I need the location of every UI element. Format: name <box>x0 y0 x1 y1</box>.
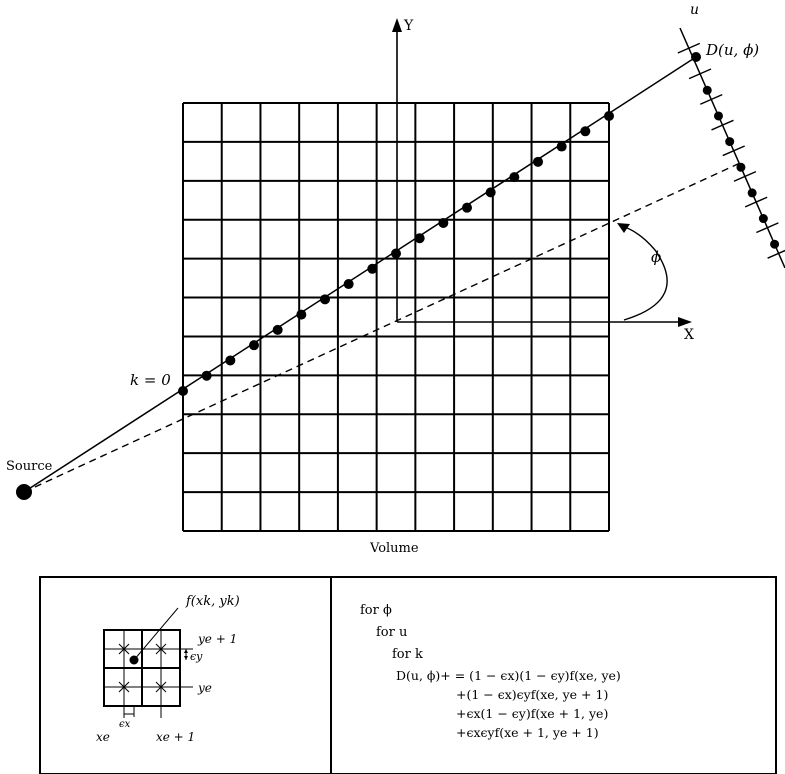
source-point <box>16 484 32 500</box>
eps-y-label: ϵy <box>190 650 203 663</box>
bottom-frame <box>39 576 777 774</box>
x-axis-label: X <box>684 327 694 343</box>
solid-ray <box>23 56 697 493</box>
detector-tick <box>767 249 785 259</box>
ray-sample-point <box>556 141 567 152</box>
xe-plus-1-label: xe + 1 <box>156 730 195 744</box>
detector-tick <box>699 94 723 105</box>
detector-line <box>679 27 785 269</box>
ray-sample-point <box>320 294 330 305</box>
detector-sample-point <box>770 239 780 249</box>
detector-tick <box>688 68 712 80</box>
detector-sample-point <box>747 188 757 198</box>
eps-x-label: ϵx <box>119 719 131 730</box>
ye-plus-1-label: ye + 1 <box>197 632 237 646</box>
dashed-ray <box>23 162 741 493</box>
ray-sample-point <box>272 324 283 335</box>
ray-sample-point <box>485 187 496 198</box>
angle-arc <box>617 223 668 321</box>
ray-sample-point <box>533 156 543 167</box>
ye-label: ye <box>197 681 212 695</box>
algo-line-5: +(1 − ϵx)ϵyf(xe, ye + 1) <box>456 687 608 702</box>
ray-sample-point <box>604 111 614 121</box>
algo-line-7: +ϵxϵyf(xe + 1, ye + 1) <box>456 725 599 740</box>
detector-ticks <box>677 42 785 259</box>
ray-sample-point <box>249 340 259 351</box>
detector-sample-point <box>702 85 712 95</box>
detector-tick <box>677 42 701 54</box>
algorithm: for ϕ for u for k D(u, ϕ)+ = (1 − ϵx)(1 … <box>360 603 621 740</box>
algo-line-4: D(u, ϕ)+ = (1 − ϵx)(1 − ϵy)f(xe, ye) <box>396 668 621 683</box>
k0-label: k = 0 <box>130 371 171 389</box>
angle-label: ϕ <box>651 248 661 266</box>
ray-sample-point <box>391 248 401 259</box>
detector-sample-point <box>736 162 746 172</box>
detector-tick <box>744 196 768 208</box>
ray-sample-point <box>225 355 236 366</box>
algo-line-3: for k <box>392 647 423 662</box>
ray-sample-point <box>178 386 188 396</box>
ray-sample-point <box>414 233 425 244</box>
detector-sample-point <box>725 137 735 147</box>
ray-sample-point <box>367 263 378 274</box>
detector-hit-point <box>691 52 701 62</box>
detector-tick <box>733 170 757 182</box>
algo-line-1: for ϕ <box>360 603 392 618</box>
ray-sample-point <box>343 279 354 290</box>
y-axis-label: Y <box>403 18 414 34</box>
interpolation-inset <box>103 607 193 718</box>
source-label: Source <box>6 459 53 474</box>
detector-samples <box>702 85 780 249</box>
algo-line-2: for u <box>376 625 407 640</box>
y-axis <box>392 18 402 322</box>
f-label: f(xk, yk) <box>185 594 240 609</box>
detector-tick <box>722 145 745 157</box>
detector-tick <box>711 119 734 131</box>
sample-point <box>129 655 139 665</box>
ray-sample-point <box>462 202 472 213</box>
volume-grid <box>182 102 610 532</box>
detector-axis-label: u <box>690 2 699 18</box>
ray-sample-point <box>296 309 307 320</box>
ray-sample-point <box>438 217 449 228</box>
ray-samples <box>178 52 701 396</box>
detector-sample-point <box>713 111 723 121</box>
ray-sample-point <box>580 126 591 137</box>
ray-sample-point <box>509 172 520 183</box>
algo-line-6: +ϵx(1 − ϵy)f(xe + 1, ye) <box>456 706 608 721</box>
detector-sample-point <box>758 214 768 224</box>
detector-point-label: D(u, ϕ) <box>705 41 759 59</box>
ray-sample-point <box>201 370 212 381</box>
x-axis <box>397 317 692 327</box>
detector-tick <box>756 222 779 234</box>
volume-label: Volume <box>369 541 419 556</box>
xe-label: xe <box>96 730 110 744</box>
